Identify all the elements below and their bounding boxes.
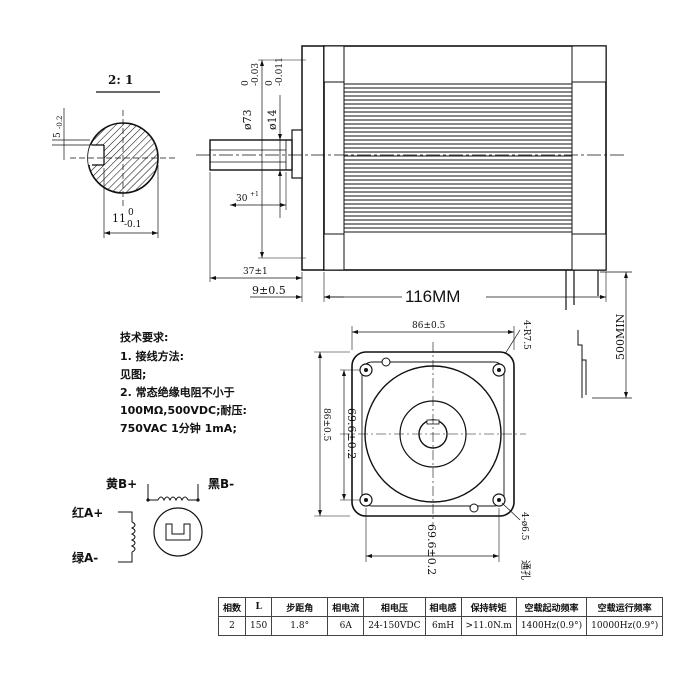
- corner-radius-label: 4-R7.5: [521, 320, 531, 350]
- spec-cell: 24-150VDC: [363, 616, 426, 636]
- front-height-label: 86±0.5: [321, 408, 331, 442]
- keyway-depth-tolerance: -0.2: [56, 116, 64, 130]
- spec-header-cell: L: [245, 597, 273, 617]
- spec-cell: 6A: [327, 616, 365, 636]
- pilot-length-label: 9±0.5: [252, 284, 286, 297]
- spec-cell: 150: [245, 616, 273, 636]
- detail-width-value: 11: [112, 212, 126, 225]
- spec-table: 相数 L 步距角 相电流 相电压 相电感 保持转矩 空载起动频率 空载运行频率 …: [217, 597, 664, 636]
- spec-table-header: 相数 L 步距角 相电流 相电压 相电感 保持转矩 空载起动频率 空载运行频率: [217, 597, 664, 617]
- detail-scale-label: 2: 1: [108, 73, 133, 87]
- hole-spacing-horizontal: 69.6±0.2: [425, 524, 438, 575]
- tech-notes-title: 技术要求:: [120, 330, 168, 344]
- spec-header-cell: 空载运行频率: [586, 597, 664, 617]
- tech-note-line: 100MΩ,500VDC;耐压:: [120, 403, 247, 417]
- detail-width-tol-upper: 0: [128, 208, 134, 218]
- body-diameter-tol-lower: -0.03: [251, 63, 261, 86]
- motor-body: [323, 45, 607, 271]
- body-diameter-label: ø73: [241, 109, 254, 130]
- rotor-symbol: [153, 507, 203, 557]
- shaft-diameter-tol-lower: -0.011: [275, 57, 285, 86]
- keyway-depth-value: 5: [53, 132, 63, 138]
- motor-side-view: 500MIN ø73 0 -0.03 ø14 0 -0.011 30 +1 37…: [196, 45, 632, 399]
- body-diameter-tol-upper: 0: [241, 80, 251, 86]
- spec-header-cell: 保持转矩: [460, 597, 517, 617]
- front-width-label: 86±0.5: [412, 321, 446, 331]
- spec-cell: >11.0N.m: [460, 616, 517, 636]
- spec-header-cell: 步距角: [271, 597, 329, 617]
- spec-header-cell: 相数: [217, 597, 247, 617]
- wire-a-plus-label: 红A+: [72, 505, 103, 520]
- through-hole-mark: 通孔: [519, 560, 531, 580]
- wire-b-plus-label: 黄B+: [106, 476, 137, 491]
- spec-cell: 1400Hz(0.9°): [515, 616, 588, 636]
- tech-note-line: 2. 常态绝缘电阻不小于: [120, 385, 235, 399]
- mounting-holes: [359, 357, 506, 513]
- shaft-diameter-label: ø14: [266, 109, 279, 130]
- spec-cell: 10000Hz(0.9°): [586, 616, 664, 636]
- technical-requirements: 技术要求: 1. 接线方法: 见图; 2. 常态绝缘电阻不小于 100MΩ,50…: [120, 330, 247, 435]
- spec-cell: 6mH: [424, 616, 462, 636]
- front-flange: [301, 45, 325, 271]
- tech-note-line: 见图;: [120, 368, 146, 381]
- wire-b-minus-label: 黑B-: [208, 477, 234, 491]
- flat-length-tol: +1: [250, 191, 259, 198]
- spec-header-cell: 相电压: [363, 597, 426, 617]
- spec-header-cell: 相电流: [327, 597, 365, 617]
- body-length-label: 116MM: [405, 287, 460, 306]
- tech-note-line: 750VAC 1分钟 1mA;: [120, 421, 237, 435]
- detail-width-tol-lower: -0.1: [124, 220, 141, 230]
- spec-table-row: 2 150 1.8° 6A 24-150VDC 6mH >11.0N.m 140…: [217, 616, 664, 636]
- hole-callout-label: 4-ø6.5: [519, 512, 529, 541]
- wiring-diagram: 黄B+ 黑B- 红A+ 绿A-: [72, 476, 234, 565]
- wire-a-minus-label: 绿A-: [72, 550, 98, 565]
- shaft-diameter-tol-upper: 0: [265, 80, 275, 86]
- spec-cell: 2: [217, 616, 247, 636]
- spec-header-cell: 相电感: [424, 597, 462, 617]
- shaft-detail-view: 2: 1 5 -0.2 11 0 -0.1: [52, 73, 178, 238]
- spec-cell: 1.8°: [271, 616, 329, 636]
- shaft-length-label: 37±1: [243, 267, 268, 277]
- tech-note-line: 1. 接线方法:: [120, 349, 184, 363]
- spec-header-cell: 空载起动频率: [515, 597, 588, 617]
- hole-spacing-vertical: 69.6±0.2: [345, 408, 358, 459]
- motor-front-view: 86±0.5 86±0.5 69.6±0.2 69.6±0.2 4-R7.5 4…: [314, 320, 531, 580]
- lead-length-label: 500MIN: [614, 313, 627, 360]
- flat-length-label: 30: [236, 194, 248, 204]
